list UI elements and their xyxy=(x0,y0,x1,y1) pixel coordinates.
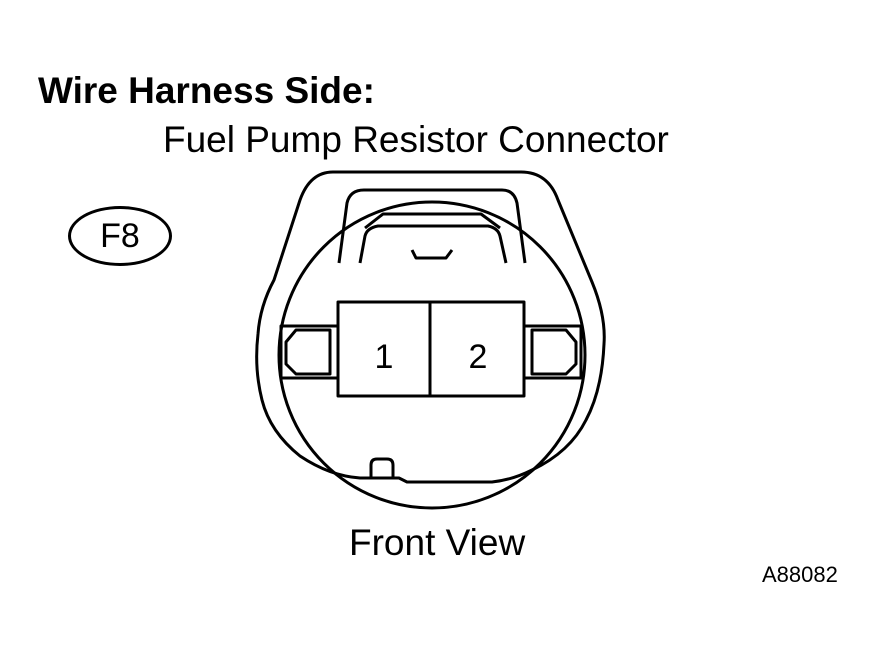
connector-housing-outline xyxy=(255,170,606,484)
connector-id-badge: F8 xyxy=(68,206,172,266)
pin-label: 2 xyxy=(469,338,488,376)
left-guide-rail-detail xyxy=(284,328,332,376)
pin-label: 1 xyxy=(375,338,394,376)
diagram-title: Wire Harness Side: xyxy=(38,70,375,111)
locking-latch xyxy=(337,188,527,264)
connector-name: Fuel Pump Resistor Connector xyxy=(163,119,669,160)
latch-divider xyxy=(364,212,501,230)
latch-tab xyxy=(410,249,454,260)
key-slot xyxy=(369,457,395,478)
view-label: Front View xyxy=(349,522,526,563)
right-guide-rail-detail xyxy=(530,328,578,376)
terminal-cavity-2 xyxy=(428,300,526,398)
locking-latch-inner xyxy=(358,224,508,264)
figure-code: A88082 xyxy=(762,562,838,587)
connector-inner-rim xyxy=(277,200,587,510)
